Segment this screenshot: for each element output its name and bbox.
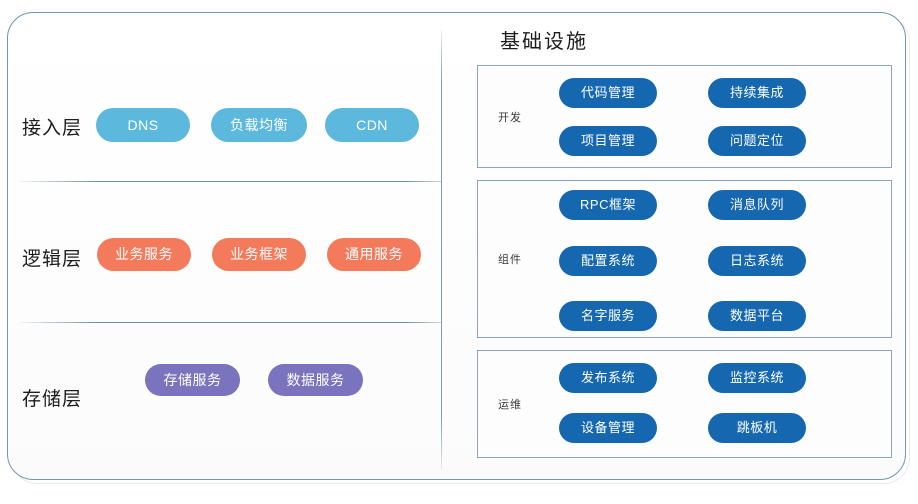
node-naming-service[interactable]: 名字服务: [559, 301, 657, 331]
layer-label-access: 接入层: [22, 118, 83, 139]
node-cdn[interactable]: CDN: [325, 108, 419, 142]
node-release-system[interactable]: 发布系统: [559, 363, 657, 393]
node-data-service[interactable]: 数据服务: [268, 364, 363, 396]
layer-access: 接入层 DNS 负载均衡 CDN: [0, 55, 441, 195]
horizontal-divider-logic-storage: [20, 322, 441, 323]
layer-label-logic: 逻辑层: [22, 249, 83, 270]
node-issue-tracking[interactable]: 问题定位: [708, 126, 806, 156]
node-business-framework[interactable]: 业务框架: [212, 238, 306, 271]
vertical-divider: [441, 30, 442, 470]
group-label-development: 开发: [498, 111, 522, 124]
node-message-queue[interactable]: 消息队列: [708, 190, 806, 220]
node-data-platform[interactable]: 数据平台: [708, 301, 806, 331]
group-components: 组件 RPC框架 消息队列 配置系统 日志系统 名字服务 数据平台: [477, 180, 892, 338]
node-log-system[interactable]: 日志系统: [708, 246, 806, 276]
node-device-management[interactable]: 设备管理: [559, 413, 657, 443]
node-load-balancer[interactable]: 负载均衡: [211, 108, 307, 142]
node-monitoring-system[interactable]: 监控系统: [708, 363, 806, 393]
layer-label-storage: 存储层: [22, 389, 83, 410]
group-development: 开发 代码管理 持续集成 项目管理 问题定位: [477, 65, 892, 168]
group-label-operations: 运维: [498, 399, 522, 411]
node-continuous-integration[interactable]: 持续集成: [708, 78, 806, 108]
group-operations: 运维 发布系统 监控系统 设备管理 跳板机: [477, 350, 892, 458]
node-business-service[interactable]: 业务服务: [97, 238, 191, 271]
node-rpc-framework[interactable]: RPC框架: [559, 190, 657, 220]
node-config-system[interactable]: 配置系统: [559, 246, 657, 276]
group-label-components: 组件: [498, 254, 522, 266]
layer-logic: 逻辑层 业务服务 业务框架 通用服务: [0, 186, 441, 326]
node-common-service[interactable]: 通用服务: [327, 238, 421, 271]
horizontal-divider-access-logic: [20, 181, 441, 182]
node-code-management[interactable]: 代码管理: [559, 78, 657, 108]
page-title: 基础设施: [500, 31, 588, 53]
node-jump-server[interactable]: 跳板机: [708, 413, 806, 443]
node-storage-service[interactable]: 存储服务: [145, 364, 240, 396]
node-project-management[interactable]: 项目管理: [559, 126, 657, 156]
layer-storage: 存储层 存储服务 数据服务: [0, 326, 441, 466]
node-dns[interactable]: DNS: [96, 108, 190, 142]
